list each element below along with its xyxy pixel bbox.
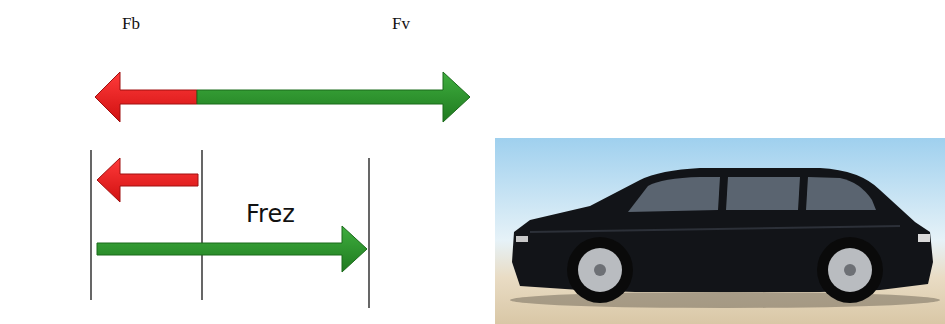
braking-force-arrow	[97, 158, 198, 202]
guide-line	[201, 150, 202, 300]
resultant-force-arrow	[97, 226, 367, 272]
braking-force-arrow	[95, 72, 197, 122]
force-label: Fv	[392, 14, 410, 34]
force-arrows-top	[95, 72, 470, 122]
force-label: Fb	[122, 14, 140, 34]
car-photo	[495, 138, 945, 324]
guide-line	[90, 150, 91, 300]
resultant-label: Frez	[246, 200, 295, 228]
driving-force-arrow	[197, 72, 470, 122]
guide-line	[368, 158, 369, 308]
